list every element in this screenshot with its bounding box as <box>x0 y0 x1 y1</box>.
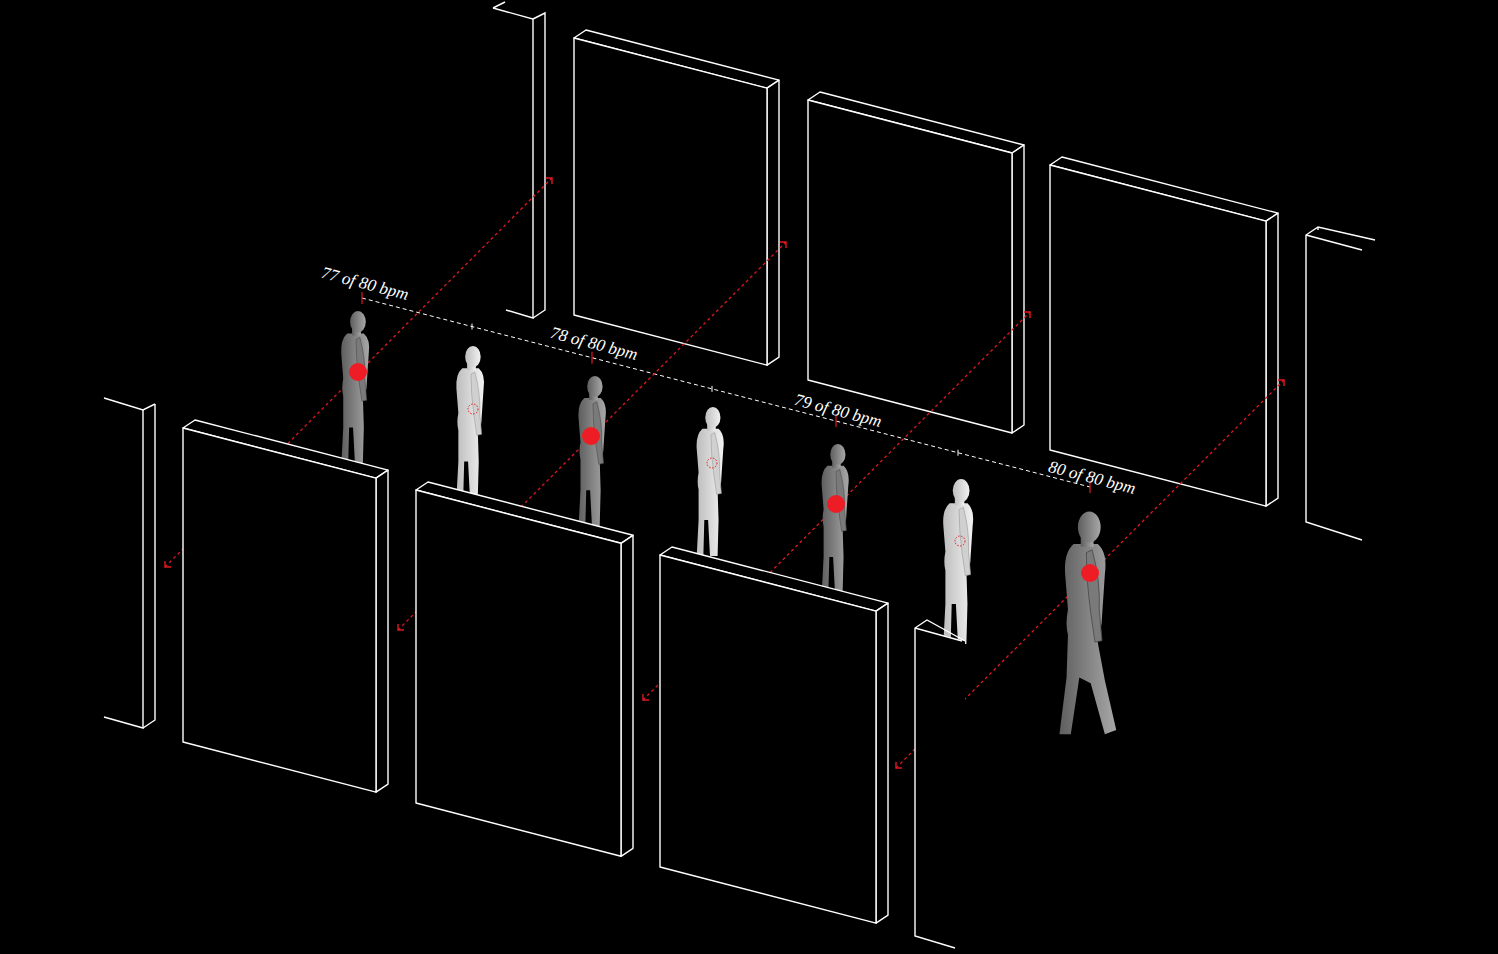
human-figure <box>822 444 849 593</box>
figure-body <box>578 398 605 527</box>
front-panel <box>416 482 633 856</box>
arrow-head <box>780 242 786 248</box>
partial-panel <box>915 620 965 948</box>
rear-panel <box>574 30 779 365</box>
figure-body <box>943 503 973 644</box>
panel-face <box>1266 213 1278 506</box>
arrow-head <box>643 694 649 700</box>
partial-panel <box>143 404 155 728</box>
partial-panel <box>493 8 533 318</box>
heart-ring <box>955 536 965 546</box>
heart-dot <box>349 363 367 381</box>
panel-face <box>376 470 388 792</box>
figure-arm <box>471 372 482 435</box>
figure-body <box>822 466 849 593</box>
heart-ring <box>468 404 478 414</box>
figure-arm <box>1086 550 1102 642</box>
front-panels <box>104 398 965 954</box>
arrow-head <box>165 561 171 567</box>
panel-face <box>876 603 888 923</box>
figure-head <box>587 376 602 397</box>
heart-ring <box>707 458 717 468</box>
partial-panel <box>104 398 155 410</box>
partial-panel-face <box>915 628 965 954</box>
figure-head <box>830 444 845 465</box>
panel-face <box>574 38 767 365</box>
arrow-head <box>1278 380 1284 386</box>
figure-body <box>341 334 369 465</box>
panel-face <box>808 100 1012 433</box>
human-figure <box>341 311 369 465</box>
panel-face <box>1050 165 1266 506</box>
figure-body <box>456 368 484 498</box>
rear-panel <box>1050 157 1278 506</box>
arrow-head <box>546 178 552 184</box>
partial-panel <box>1317 227 1318 230</box>
figure-arm <box>711 433 721 495</box>
partial-panel <box>1306 227 1375 540</box>
figure-head <box>350 311 366 333</box>
arrow-head <box>896 762 902 768</box>
figure-body <box>697 429 724 556</box>
timeline-tick <box>958 450 959 456</box>
arrow-head <box>1024 312 1030 318</box>
back-panels <box>493 2 1375 540</box>
figure-head <box>705 407 720 428</box>
human-figure <box>456 346 484 498</box>
human-figure <box>1059 511 1116 734</box>
figure-body <box>1059 544 1116 734</box>
human-figure <box>697 407 724 556</box>
panel-face <box>767 80 779 365</box>
figure-head <box>1078 511 1101 542</box>
heart-dot <box>1081 564 1099 582</box>
panel-face <box>416 490 621 856</box>
figure-head <box>465 346 481 367</box>
heart-dot <box>582 427 600 445</box>
panel-face <box>621 535 633 856</box>
timeline-tick <box>712 386 713 392</box>
partial-panel <box>533 13 545 318</box>
front-panel <box>660 547 888 923</box>
human-figure <box>943 479 973 644</box>
rear-panel <box>808 92 1024 433</box>
partial-panel <box>1306 235 1362 250</box>
panel-face <box>1012 145 1024 433</box>
partial-panel <box>104 410 143 728</box>
timeline-tick <box>472 324 473 330</box>
partial-panel <box>915 628 962 641</box>
partial-panel <box>493 2 505 8</box>
front-panel <box>183 420 388 792</box>
arrow-head <box>398 624 404 630</box>
panel-face <box>183 428 376 792</box>
heart-dot <box>827 495 845 513</box>
human-figure <box>578 376 605 527</box>
figure-head <box>953 479 970 502</box>
panel-face <box>660 555 876 923</box>
